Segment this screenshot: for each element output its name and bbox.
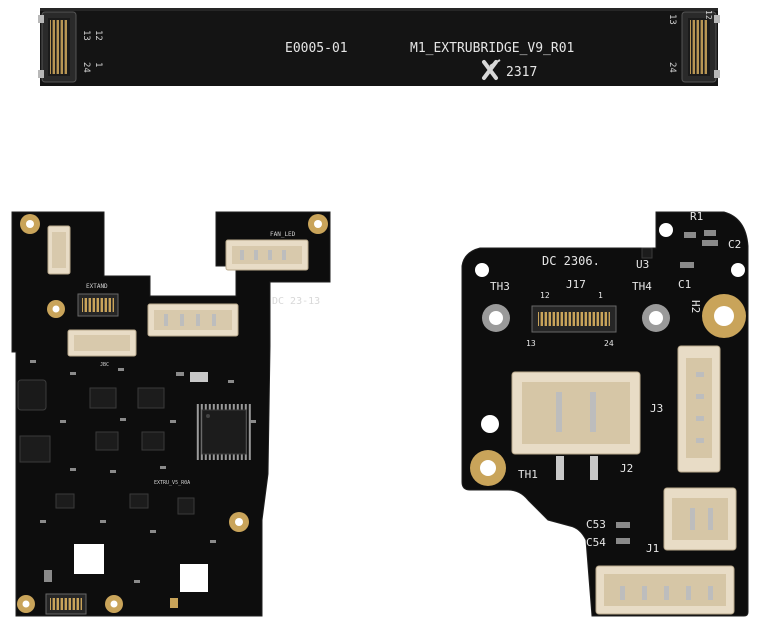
label-j2: J2	[620, 462, 633, 475]
label-j3: J3	[650, 402, 663, 415]
right-date-code: DC 2306.	[542, 254, 600, 268]
left-cutout-2	[180, 564, 208, 592]
label-c54: C54	[586, 536, 606, 549]
flex-pin-24-right: 24	[667, 62, 677, 73]
label-c1: C1	[678, 278, 691, 291]
left-board-label: EXTRU_V5_R0A	[154, 480, 190, 486]
right-pcb: DC 2306. R1 C2 U3 C1 TH3 J17 TH4 H2 12 1…	[461, 210, 749, 617]
left-small-connector	[67, 329, 137, 357]
flex-part-number: E0005-01	[285, 41, 348, 56]
fan-led-label: FAN_LED	[270, 231, 296, 238]
label-j17-pin-1: 1	[598, 291, 603, 300]
label-h2: H2	[689, 300, 702, 313]
inductor	[17, 379, 47, 411]
j3-connector	[677, 345, 721, 473]
jbc-label: JBC	[100, 362, 109, 368]
two-pin-connector	[663, 487, 737, 551]
label-r1: R1	[690, 210, 703, 223]
label-th3: TH3	[490, 280, 510, 293]
fan-led-connector	[225, 239, 309, 271]
left-cutout-1	[74, 544, 104, 574]
left-pcb: FAN_LED EXTAND JBC DC 23-13 EXTRU_V5_R0A	[11, 211, 331, 617]
flex-pin-12-left: 12	[93, 30, 103, 41]
left-mounting-holes	[17, 214, 328, 613]
label-c2: C2	[728, 238, 741, 251]
left-bottom-fpc	[45, 593, 87, 615]
label-j17: J17	[566, 278, 586, 291]
label-u3: U3	[636, 258, 649, 271]
label-j17-pin-13: 13	[526, 339, 536, 348]
flex-pin-13-right: 13	[667, 14, 677, 25]
j1-connector	[595, 565, 735, 615]
flex-pin-12-right: 12	[704, 10, 713, 20]
label-c53: C53	[586, 518, 606, 531]
flex-board-name: M1_EXTRUBRIDGE_V9_R01	[410, 41, 574, 56]
label-j17-pin-12: 12	[540, 291, 550, 300]
flex-cable-body	[40, 8, 718, 86]
extand-label: EXTAND	[86, 283, 108, 290]
smd-components-right	[616, 230, 718, 544]
flex-pin-13-left: 13	[81, 30, 91, 41]
flex-cable: 12 13 24 1 13 24 12 E0005-01 M1_EXTRUBRI…	[38, 8, 720, 86]
left-date-code: DC 23-13	[272, 296, 320, 307]
j2-connector	[511, 371, 641, 480]
left-fpc-connector	[77, 293, 119, 317]
label-th1: TH1	[518, 468, 538, 481]
label-j17-pin-24: 24	[604, 339, 614, 348]
flex-right-connector	[681, 11, 720, 83]
flex-left-connector	[38, 11, 77, 83]
flex-pin-1-left: 1	[93, 62, 103, 67]
left-top-connector	[147, 303, 239, 337]
small-ics	[19, 387, 195, 515]
label-th4: TH4	[632, 280, 652, 293]
microcontroller-chip	[196, 404, 252, 460]
smd-components-left	[30, 360, 256, 608]
j17-fpc-connector	[531, 305, 617, 333]
right-mounting-holes	[470, 223, 746, 486]
flex-pin-24-left: 24	[81, 62, 91, 73]
flex-date-code: 2317	[506, 65, 537, 80]
brand-x-logo	[482, 59, 501, 80]
label-j1: J1	[646, 542, 659, 555]
left-side-connector	[47, 225, 71, 275]
